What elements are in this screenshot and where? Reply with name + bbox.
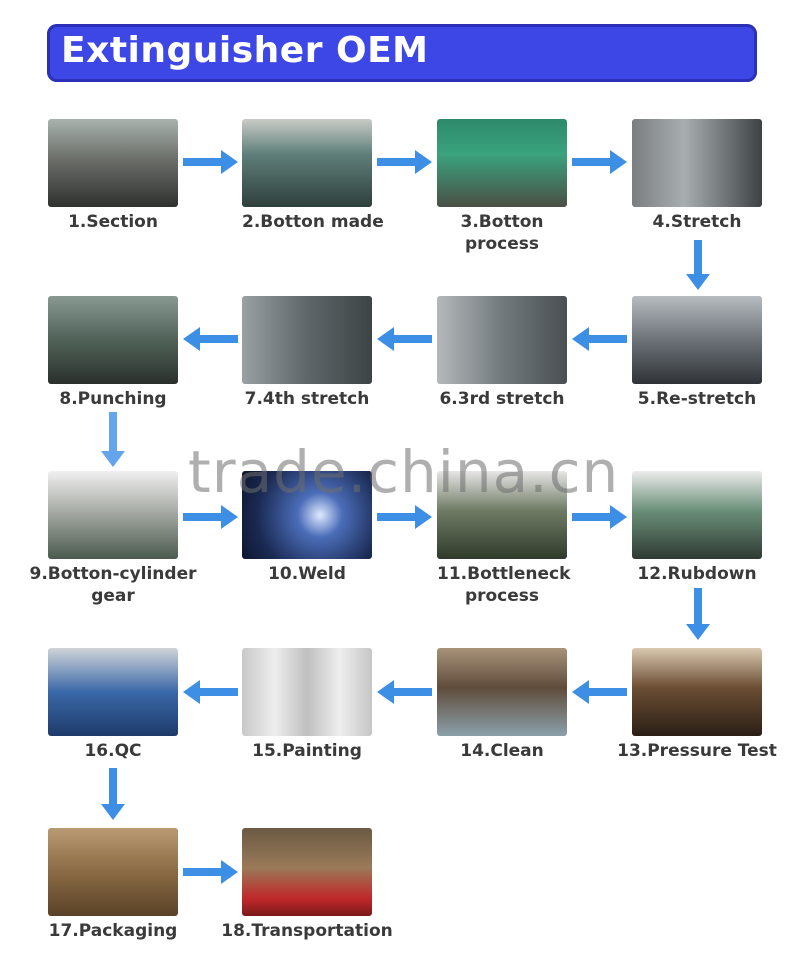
title-banner: Extinguisher OEM xyxy=(47,24,757,82)
step-label: 16.QC xyxy=(84,741,142,761)
arrow-right-icon xyxy=(572,505,627,529)
step-label: 11.Bottleneck xyxy=(437,564,571,584)
step-5: 5.Re-stretch xyxy=(632,296,762,410)
step-17: 17.Packaging xyxy=(48,828,178,942)
step-label: 12.Rubdown xyxy=(637,564,757,584)
step-photo xyxy=(632,119,762,207)
arrow-right-icon xyxy=(572,150,627,174)
arrow-right-icon xyxy=(183,505,238,529)
step-photo xyxy=(48,828,178,916)
step-photo xyxy=(632,471,762,559)
arrow-left-icon xyxy=(572,327,627,351)
arrow-right-icon xyxy=(377,505,432,529)
arrow-right-icon xyxy=(183,150,238,174)
step-6: 6.3rd stretch xyxy=(437,296,567,410)
arrow-left-icon xyxy=(377,327,432,351)
arrow-down-icon xyxy=(686,588,710,640)
step-photo xyxy=(242,471,372,559)
step-label: 1.Section xyxy=(68,212,158,232)
step-2: 2.Botton made xyxy=(242,119,384,233)
step-12: 12.Rubdown xyxy=(632,471,762,585)
step-photo xyxy=(437,119,567,207)
step-label: 10.Weld xyxy=(268,564,346,584)
page-title: Extinguisher OEM xyxy=(61,30,429,71)
step-label: 4.Stretch xyxy=(652,212,742,232)
step-photo xyxy=(437,296,567,384)
step-label: 7.4th stretch xyxy=(244,389,370,409)
step-label: 14.Clean xyxy=(460,741,544,761)
arrow-down-icon xyxy=(101,768,125,820)
step-photo xyxy=(242,648,372,736)
arrow-left-icon xyxy=(183,327,238,351)
arrow-left-icon xyxy=(377,680,432,704)
step-photo xyxy=(437,648,567,736)
step-photo xyxy=(632,296,762,384)
step-16: 16.QC xyxy=(48,648,178,762)
step-13: 13.Pressure Test xyxy=(617,648,777,762)
step-1: 1.Section xyxy=(48,119,178,233)
step-photo xyxy=(632,648,762,736)
step-label-line2: process xyxy=(464,234,540,254)
watermark-text: trade.china.cn xyxy=(188,438,620,506)
step-photo xyxy=(48,648,178,736)
step-label: 8.Punching xyxy=(59,389,167,409)
step-photo xyxy=(242,296,372,384)
step-14: 14.Clean xyxy=(437,648,567,762)
step-label-line2: gear xyxy=(91,586,135,606)
step-label-line2: process xyxy=(464,586,540,606)
step-label: 17.Packaging xyxy=(48,921,178,941)
arrow-down-icon xyxy=(686,240,710,290)
step-8: 8.Punching xyxy=(48,296,178,410)
arrow-right-icon xyxy=(377,150,432,174)
step-18: 18.Transportation xyxy=(221,828,393,942)
arrow-left-icon xyxy=(183,680,238,704)
step-4: 4.Stretch xyxy=(632,119,762,233)
step-photo xyxy=(48,119,178,207)
step-photo xyxy=(242,119,372,207)
step-3: 3.Botton process xyxy=(437,119,567,255)
step-9: 9.Botton-cylinder gear xyxy=(29,471,197,607)
step-label: 18.Transportation xyxy=(221,921,393,941)
step-photo xyxy=(242,828,372,916)
step-7: 7.4th stretch xyxy=(242,296,372,410)
step-label: 3.Botton xyxy=(460,212,544,232)
arrow-left-icon xyxy=(572,680,627,704)
arrow-down-icon xyxy=(101,412,125,467)
step-photo xyxy=(437,471,567,559)
arrow-right-icon xyxy=(183,860,238,884)
step-11: 11.Bottleneck process xyxy=(437,471,571,607)
step-label: 5.Re-stretch xyxy=(637,389,757,409)
step-label: 6.3rd stretch xyxy=(439,389,565,409)
step-photo xyxy=(48,296,178,384)
step-label: 13.Pressure Test xyxy=(617,741,777,761)
step-label: 2.Botton made xyxy=(242,212,384,232)
step-15: 15.Painting xyxy=(242,648,372,762)
step-photo xyxy=(48,471,178,559)
step-label: 15.Painting xyxy=(252,741,362,761)
step-10: 10.Weld xyxy=(242,471,372,585)
step-label: 9.Botton-cylinder xyxy=(29,564,197,584)
